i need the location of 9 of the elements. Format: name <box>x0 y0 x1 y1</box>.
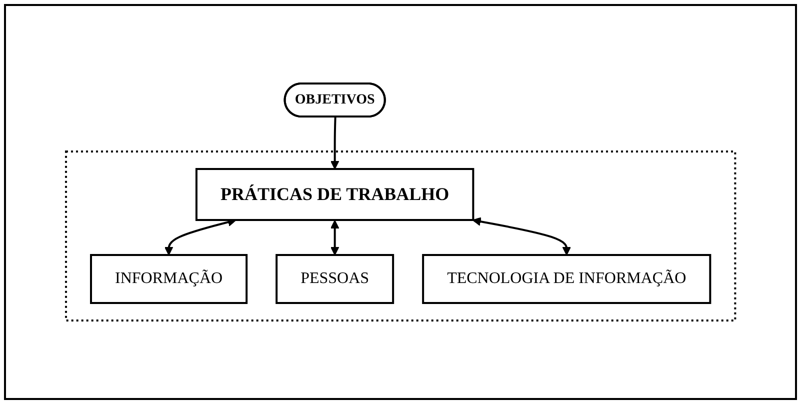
arrow <box>472 217 571 256</box>
arrow <box>330 220 340 256</box>
arrow <box>330 116 340 170</box>
node-box <box>195 168 474 221</box>
cluster <box>64 150 736 322</box>
node-box <box>90 254 248 304</box>
node-box <box>422 254 712 304</box>
node-box <box>275 254 394 304</box>
page-frame: OBJETIVOS PRÁTICAS DE TRABALHO INFORMAÇÃO PESSOAS TECNOLOGIA DE INFORMAÇÃO <box>4 4 797 400</box>
